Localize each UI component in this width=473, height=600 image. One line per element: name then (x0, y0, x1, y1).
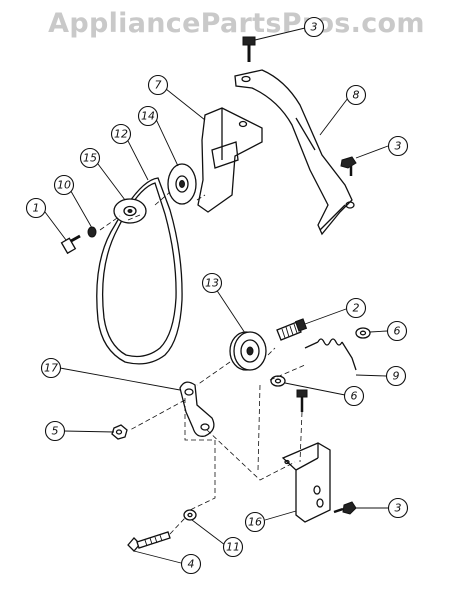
svg-text:14: 14 (141, 110, 155, 123)
callout-15: 15 (79, 147, 101, 169)
callout-3: 3 (387, 135, 409, 157)
callout-11: 11 (222, 536, 244, 558)
callout-17: 17 (40, 357, 62, 379)
part-8-bracket-arm (234, 69, 355, 236)
part-3-top-bolt (242, 36, 256, 62)
callout-3: 3 (303, 16, 325, 38)
svg-text:3: 3 (395, 140, 402, 153)
part-3-mount-bolt (296, 389, 308, 412)
svg-text:15: 15 (83, 152, 97, 165)
watermark-text: AppliancePartsPros.com (48, 8, 425, 39)
svg-text:11: 11 (226, 541, 240, 554)
svg-text:2: 2 (353, 302, 360, 315)
svg-text:10: 10 (57, 179, 71, 192)
svg-text:8: 8 (353, 89, 360, 102)
part-13-pulley (229, 331, 267, 371)
callout-12: 12 (110, 123, 132, 145)
part-14-pulley (167, 163, 197, 205)
leader-lines (41, 27, 389, 564)
part-5-nut (111, 424, 128, 440)
part-11-washer (183, 509, 197, 521)
svg-text:7: 7 (155, 79, 162, 92)
part-6-washer-upper (355, 327, 371, 339)
part-3-side-screw (340, 156, 357, 176)
callout-5: 5 (44, 420, 66, 442)
callout-14: 14 (137, 105, 159, 127)
svg-text:16: 16 (248, 516, 262, 529)
part-12-belt (96, 177, 183, 365)
svg-text:17: 17 (44, 362, 58, 375)
svg-text:12: 12 (114, 128, 128, 141)
part-15-pulley (113, 198, 147, 224)
callout-3: 3 (387, 497, 409, 519)
svg-text:3: 3 (395, 502, 402, 515)
callout-6: 6 (343, 385, 365, 407)
callout-8: 8 (345, 84, 367, 106)
callout-6: 6 (386, 320, 408, 342)
svg-text:1: 1 (33, 202, 40, 215)
callout-4: 4 (180, 553, 202, 575)
part-4-long-bolt (127, 531, 171, 552)
part-7-pulley-bracket (197, 107, 263, 213)
svg-text:3: 3 (311, 21, 318, 34)
part-6-washer-lower (270, 375, 286, 387)
part-17-idler-arm (179, 381, 215, 437)
callout-7: 7 (147, 74, 169, 96)
callout-10: 10 (53, 174, 75, 196)
part-9-spring (304, 338, 357, 371)
callout-13: 13 (201, 272, 223, 294)
callout-9: 9 (385, 365, 407, 387)
svg-text:9: 9 (393, 370, 400, 383)
part-1-bolt (60, 234, 81, 255)
part-10-washer (87, 226, 97, 238)
part-16-mounting-bracket (281, 442, 331, 523)
svg-text:5: 5 (52, 425, 59, 438)
callout-1: 1 (25, 197, 47, 219)
callout-16: 16 (244, 511, 266, 533)
alignment-lines (99, 191, 306, 535)
part-2-threaded-stud (276, 318, 308, 341)
callout-2: 2 (345, 297, 367, 319)
svg-text:4: 4 (188, 558, 195, 571)
part-3-bracket-screw (333, 501, 357, 515)
svg-text:13: 13 (205, 277, 219, 290)
svg-text:6: 6 (351, 390, 358, 403)
svg-text:6: 6 (394, 325, 401, 338)
